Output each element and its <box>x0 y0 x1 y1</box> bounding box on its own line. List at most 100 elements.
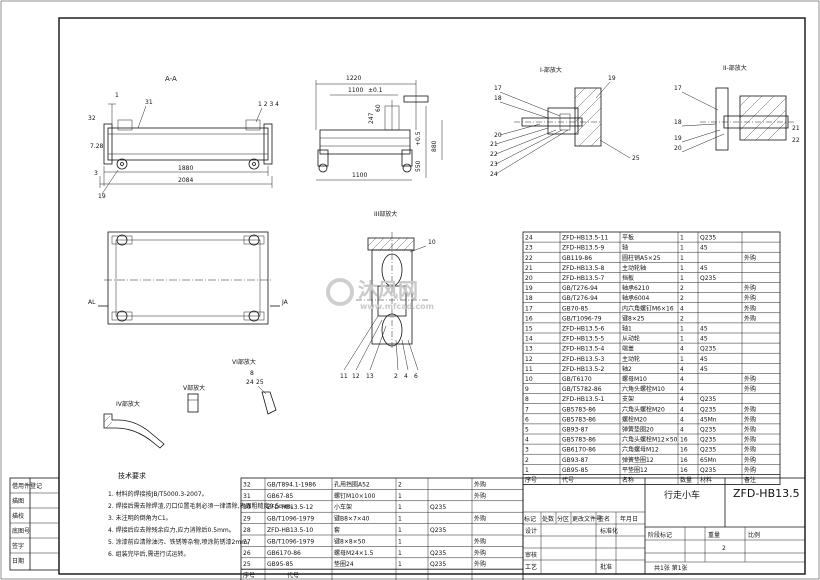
bom-upper-cell: 19 <box>525 285 533 292</box>
bom-upper-cell: 1 <box>680 326 684 333</box>
tech-requirements: 技术要求 1. 材料的焊接按JB/T5000.3-2007。 2. 焊接后需去除… <box>108 471 297 558</box>
bom-upper-cell: 10 <box>525 376 533 383</box>
bom-upper-cell: 1 <box>525 467 529 474</box>
bom-upper-cell: 挡板 <box>622 274 634 282</box>
bom-upper-cell: 外购 <box>744 385 756 393</box>
tech-req-2: 3. 未注明的倒角为C1。 <box>108 514 172 522</box>
strip-label-2: 描校 <box>12 512 24 520</box>
bom-upper-cell: 22 <box>525 255 533 262</box>
bom-lower-cell: 孔用挡圈A52 <box>334 480 370 488</box>
detail-2-title: II-部放大 <box>723 64 747 72</box>
balloon-r1-22: 22 <box>490 151 498 158</box>
bom-lower-cell: 1 <box>398 504 402 511</box>
bom-lower-cell: 27 <box>243 538 251 545</box>
bom-upper-cell: 13 <box>525 346 533 353</box>
bom-upper-cell: 外购 <box>744 415 756 423</box>
bom-lower-cell: 1 <box>398 516 402 523</box>
bom-lower-cell: 外购 <box>474 537 486 545</box>
bom-upper-cell: 4 <box>680 305 684 312</box>
detail-1-title: I-部放大 <box>540 66 562 74</box>
bom-upper-cell: 15 <box>525 326 533 333</box>
bom-upper-cell: GB/T6170 <box>562 376 592 383</box>
bom-upper-cell: 从动轮 <box>622 335 640 343</box>
bom-upper-cell: GB5783-86 <box>562 406 596 413</box>
bom-upper-cell: ZFD-HB13.5-4 <box>562 346 604 353</box>
bom-upper-cell: 六角头螺栓M20 <box>622 405 665 413</box>
dim-1220: 1220 <box>346 75 361 82</box>
rev-header-2: 分区 <box>557 515 569 523</box>
detail-6-title: VI部放大 <box>232 358 256 366</box>
role-process: 工艺 <box>525 563 537 571</box>
bom-upper-cell: 12 <box>525 356 533 363</box>
bom-upper-cell: 9 <box>525 386 529 393</box>
bom-upper-cell: 4 <box>680 376 684 383</box>
bom-upper-cell: 轴承6210 <box>622 284 649 292</box>
bom-lower-cell: GB/T1096-1979 <box>267 516 314 523</box>
balloon-r2-19: 19 <box>674 135 682 142</box>
title-block: 行走小车 ZFD-HB13.5 标记 处数 分区 更改文件号 签名 年月日 设计… <box>522 477 806 575</box>
dim-880: 880 <box>431 140 438 152</box>
bom-upper-cell: GB119-86 <box>562 255 592 262</box>
bom-upper-cell: 支架 <box>622 395 634 403</box>
bom-upper-cell: 4 <box>525 437 529 444</box>
bom-upper-cell: 20 <box>525 275 533 282</box>
tech-req-title: 技术要求 <box>118 471 146 480</box>
dim-tol-top: ±0.1 <box>368 87 383 94</box>
bom-upper-cell: 1 <box>680 336 684 343</box>
balloon-s-25: 25 <box>256 379 264 386</box>
view-end: 1220 1100 ±0.1 1100 247 60 550 +0.5 880 <box>315 75 443 181</box>
bom-upper-cell: Q235 <box>700 467 716 474</box>
bom-upper-cell: ZFD-HB13.5-8 <box>562 265 604 272</box>
bom-lower-cell: 2 <box>398 481 402 488</box>
bom-upper-cell: Q235 <box>700 406 716 413</box>
bom-upper-cell: Q235 <box>700 427 716 434</box>
bom-upper-cell: ZFD-HB13.5-11 <box>562 235 608 242</box>
bom-upper-cell: 8 <box>525 396 529 403</box>
bom-upper-cell: 平板 <box>622 234 634 242</box>
section-mark-right: JA <box>281 299 289 306</box>
bom-upper-cell: 45 <box>700 245 708 252</box>
tech-req-1: 2. 焊接后需去除焊渣,刃口位置毛刺必须一律清除,表面粗糙度0.5mm。 <box>108 502 297 510</box>
balloon-m-6: 6 <box>414 373 418 380</box>
bom-upper-cell: 16 <box>680 467 688 474</box>
view-detail-small: IV部放大 V部放大 VI部放大 8 24 25 <box>103 358 277 449</box>
bom-upper-cell: 六角螺母M12 <box>622 446 659 454</box>
bom-lower-cell: 键8×8×50 <box>334 537 366 545</box>
role-review: 审核 <box>525 551 537 559</box>
balloon-left-3: 3 <box>94 170 98 177</box>
bom-lower-cell: Q235 <box>430 561 446 568</box>
bom-upper-cell: 23 <box>525 245 533 252</box>
bom-upper-cell: 5 <box>525 427 529 434</box>
bom-upper-cell: GB93-87 <box>562 457 588 464</box>
bom-upper-cell: Q235 <box>700 235 716 242</box>
bom-upper-cell: GB93-87 <box>562 427 588 434</box>
balloon-left-32: 32 <box>88 115 96 122</box>
bom-upper-cell: GB5783-86 <box>562 437 596 444</box>
dim-247: 247 <box>368 112 375 124</box>
balloon-r1-24: 24 <box>490 171 498 178</box>
bom-lower-cell: 外购 <box>474 515 486 523</box>
bom-lower-cell: ZFD-HB13.5-10 <box>267 527 313 534</box>
balloon-r1-25: 25 <box>632 155 640 162</box>
balloon-left-1234: 1 2 3 4 <box>258 101 279 108</box>
bom-upper-cell: 轴 <box>622 244 628 252</box>
approve-label: 批准 <box>600 563 612 571</box>
bom-lower-cell: Q235 <box>430 527 446 534</box>
bom-upper-cell: Q235 <box>700 437 716 444</box>
bom-upper-cell: 16 <box>680 457 688 464</box>
drawing-frame <box>58 17 806 575</box>
std-label: 标准化 <box>600 527 618 535</box>
balloon-r1-23: 23 <box>490 161 498 168</box>
rev-header-4: 签名 <box>598 515 610 523</box>
balloon-left-1: 1 <box>115 92 119 99</box>
bom-lower-footer-cell: 序号 <box>243 572 255 580</box>
bom-upper-cell: 1 <box>680 235 684 242</box>
bom-upper-cell: 1 <box>680 275 684 282</box>
tech-req-4: 5. 涂漆前应清除油污、铁锈等杂物,喷涂防锈漆2mm。 <box>108 538 253 546</box>
bom-upper-cell: ZFD-HB13.5-6 <box>562 326 604 333</box>
rev-header-3: 更改文件号 <box>572 515 602 523</box>
bom-upper-header-cell: 材料 <box>700 476 712 484</box>
bom-upper-cell: 外购 <box>744 456 756 464</box>
bom-upper-cell: Q235 <box>700 447 716 454</box>
